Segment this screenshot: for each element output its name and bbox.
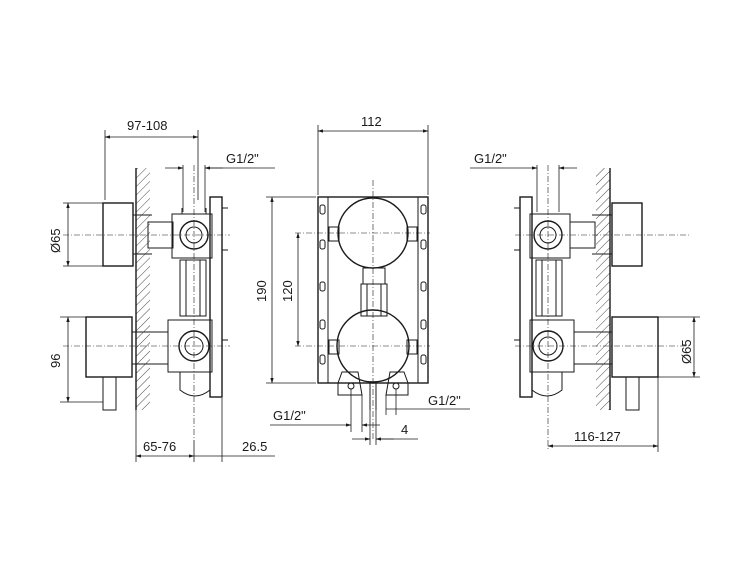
left-diameter-label: Ø65 (48, 228, 63, 253)
center-front-view: 112 190 120 G1/2" G1/2" 4 (254, 114, 470, 445)
left-wall-hatch (136, 168, 150, 410)
center-pipe-right-label: G1/2" (428, 393, 461, 408)
left-upper-handle (102, 202, 134, 267)
right-wall-hatch (596, 168, 610, 410)
left-width-label: 97-108 (127, 118, 167, 133)
right-pipe-label: G1/2" (474, 151, 507, 166)
left-lower-handle (85, 316, 133, 378)
left-height-label: 96 (48, 354, 63, 368)
center-height-label: 190 (254, 280, 269, 302)
right-lower-handle (611, 316, 659, 378)
left-mounting-plate (209, 196, 223, 398)
right-depth-label: 116-127 (574, 429, 621, 444)
center-spacing-label: 120 (280, 280, 295, 302)
right-mounting-plate (519, 196, 533, 398)
frame-slots (319, 204, 427, 365)
right-side-view: G1/2" Ø65 116-127 (470, 151, 700, 452)
center-gap-label: 4 (401, 422, 408, 437)
left-offset-label: 26.5 (242, 439, 267, 454)
center-pipe-left-label: G1/2" (273, 408, 306, 423)
right-upper-handle (611, 202, 643, 267)
center-width-label: 112 (361, 114, 382, 129)
left-side-view: 97-108 G1/2" Ø65 96 65-76 26.5 (48, 118, 275, 462)
left-depth-label: 65-76 (143, 439, 176, 454)
right-diameter-label: Ø65 (679, 339, 694, 364)
left-pipe-label: G1/2" (226, 151, 259, 166)
